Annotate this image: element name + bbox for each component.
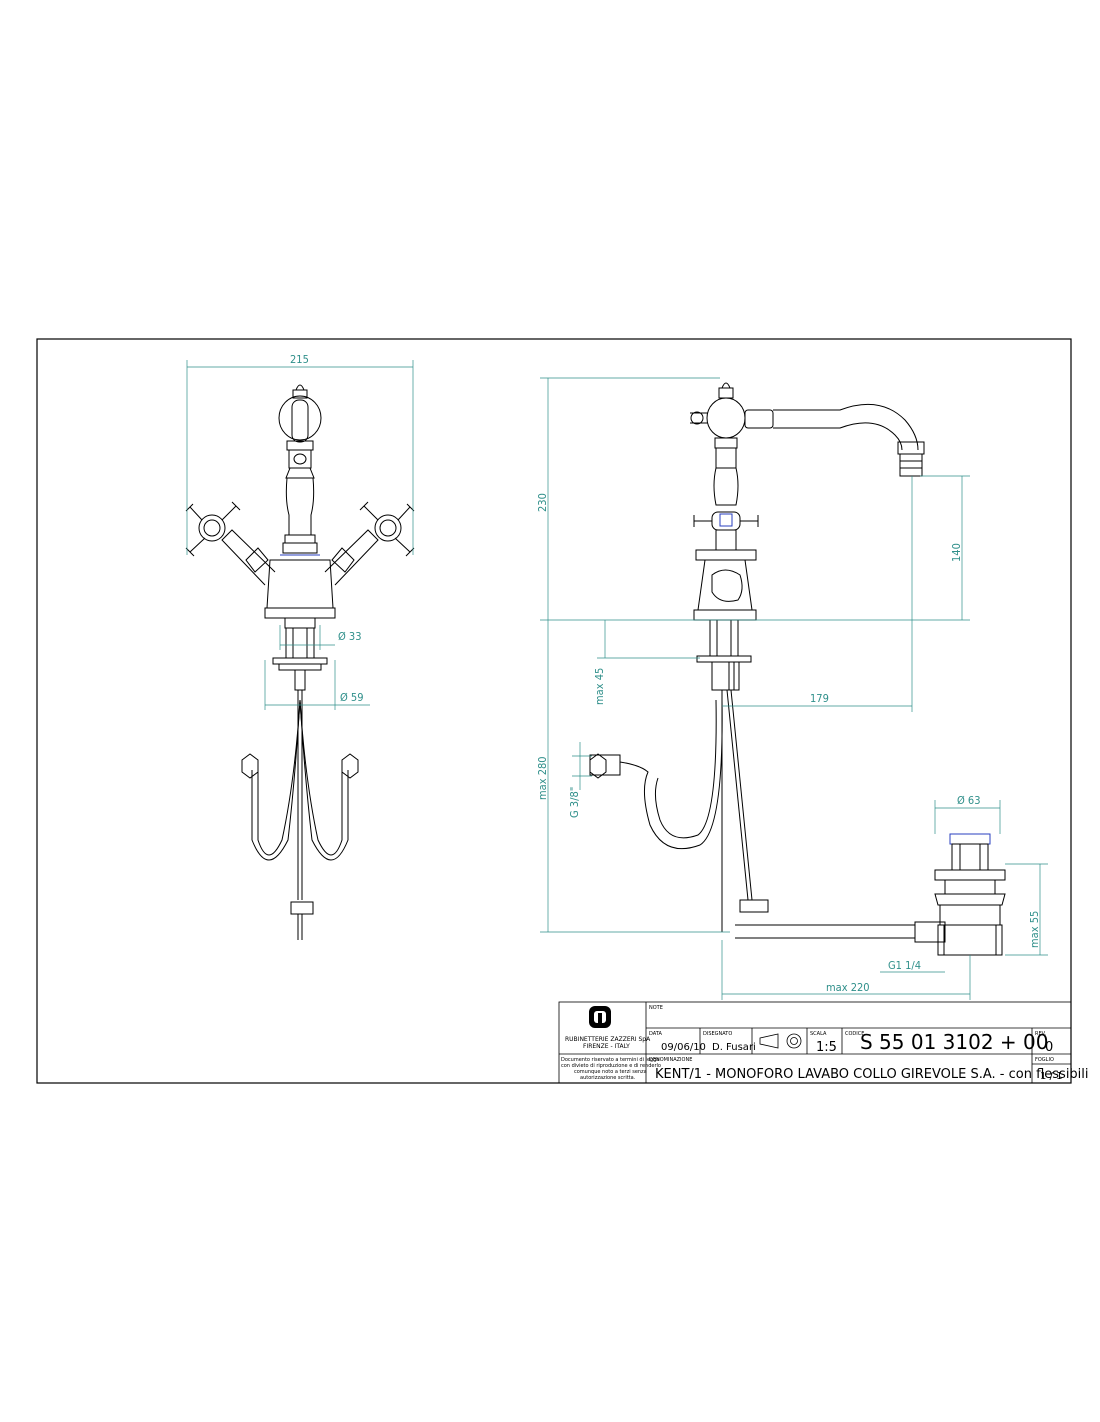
dim-side-height: 230 [536, 493, 549, 512]
front-dimensions [186, 360, 414, 710]
dim-drain-dia: Ø 63 [957, 794, 981, 807]
dim-drain-thread: G1 1/4 [888, 959, 921, 972]
side-dimensions [540, 377, 1048, 1000]
scale-label: SCALA [810, 1031, 827, 1037]
dim-spout-height: 140 [950, 543, 963, 562]
notice-line-1: Documento riservato a termini di legge [561, 1057, 659, 1063]
code-label: CODICE [845, 1031, 864, 1037]
dim-spout-reach: 179 [810, 692, 829, 705]
projection-symbol-icon [759, 1033, 802, 1049]
notice-line-2: con divieto di riproduzione e di renderl… [561, 1063, 661, 1069]
dim-front-inlet-dia: Ø 33 [338, 630, 362, 643]
scale-value: 1:5 [816, 1040, 837, 1055]
front-view [185, 384, 415, 940]
code-value: S 55 01 3102 + 00 [860, 1030, 1049, 1054]
denomination-label: DENOMINAZIONE [649, 1057, 692, 1063]
dim-max-below: max 280 [536, 756, 549, 800]
sheet-label: FOGLIO [1035, 1057, 1054, 1063]
dim-inlet-thread: G 3/8" [568, 787, 581, 818]
dim-front-width: 215 [290, 353, 309, 366]
note-label: NOTE [649, 1005, 663, 1011]
notice-line-4: autorizzazione scritta. [580, 1075, 636, 1081]
drawing-frame [36, 338, 1072, 1084]
drawing-title: KENT/1 - MONOFORO LAVABO COLLO GIREVOLE … [655, 1067, 1089, 1082]
company-city: FIRENZE - ITALY [583, 1043, 630, 1050]
company-logo [589, 1006, 611, 1028]
dim-max-thickness: max 45 [593, 668, 606, 705]
date-label: DATA [649, 1031, 662, 1037]
rev-value: 0 [1045, 1040, 1053, 1055]
company-name: RUBINETTERIE ZAZZERI SpA [565, 1036, 651, 1043]
notice-line-3: comunque noto a terzi senza [574, 1069, 647, 1075]
drawn-value: D. Fusari [712, 1042, 756, 1053]
title-block [558, 1001, 1072, 1084]
dim-drain-offset: max 220 [826, 981, 870, 994]
sheet-value: 1 / 1 [1040, 1071, 1062, 1082]
dim-front-plate-dia: Ø 59 [340, 691, 364, 704]
date-value: 09/06/10 [661, 1042, 706, 1053]
side-view [589, 382, 1006, 956]
drawn-label: DISEGNATO [703, 1031, 732, 1037]
rev-label: REV. [1035, 1031, 1046, 1037]
dim-drain-depth: max 55 [1028, 911, 1041, 948]
